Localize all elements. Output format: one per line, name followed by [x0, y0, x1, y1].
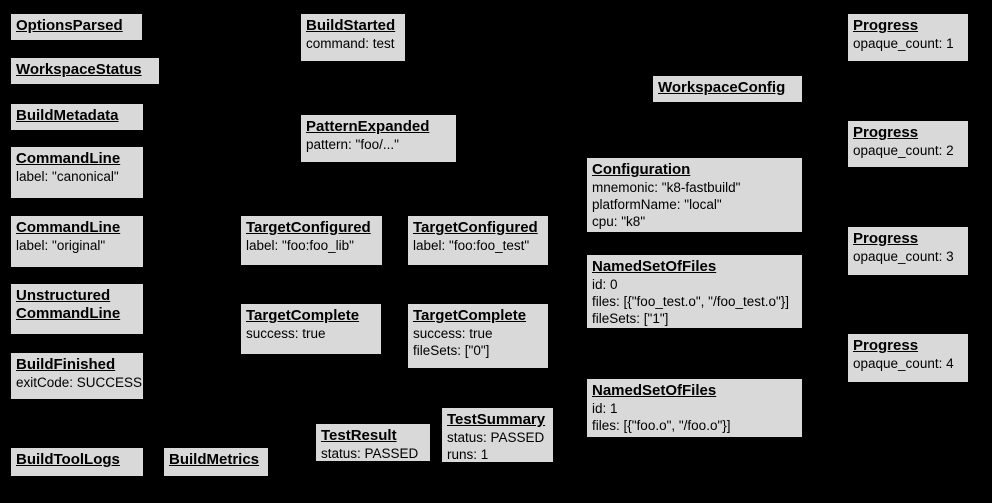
event-field: command: test — [306, 36, 395, 51]
event-box-workspace-config: WorkspaceConfig — [652, 75, 803, 103]
event-field: opaque_count: 1 — [853, 36, 954, 51]
event-box-target-complete-lib: TargetComplete success: true — [240, 303, 382, 355]
event-field: cpu: "k8" — [592, 214, 646, 229]
event-title: NamedSetOfFiles — [592, 382, 717, 399]
event-field: fileSets: ["1"] — [592, 311, 669, 326]
event-title: TargetConfigured — [246, 219, 371, 236]
event-title: BuildMetadata — [16, 107, 119, 124]
event-title: PatternExpanded — [306, 118, 430, 135]
event-title: TargetComplete — [246, 307, 360, 324]
event-field: platformName: "local" — [592, 197, 722, 212]
event-box-test-result: TestResult status: PASSED — [315, 423, 431, 462]
event-box-build-started: BuildStarted command: test — [300, 13, 406, 62]
event-title: BuildMetrics — [169, 451, 260, 468]
event-field: status: PASSED — [447, 430, 545, 445]
event-title: Configuration — [592, 161, 691, 178]
event-title: BuildFinished — [16, 356, 116, 373]
event-field: label: "canonical" — [16, 169, 119, 184]
event-title: Progress — [853, 337, 919, 354]
event-title: BuildStarted — [306, 17, 396, 34]
event-box-command-line-original: CommandLine label: "original" — [10, 215, 144, 268]
event-field: exitCode: SUCCESS — [16, 375, 143, 390]
event-title: TargetComplete — [413, 307, 527, 324]
event-title: OptionsParsed — [16, 17, 123, 34]
event-field: label: "original" — [16, 238, 106, 253]
event-box-progress-3: Progress opaque_count: 3 — [847, 226, 969, 276]
event-box-progress-2: Progress opaque_count: 2 — [847, 120, 969, 168]
event-title: CommandLine — [16, 150, 121, 167]
event-field: label: "foo:foo_test" — [413, 238, 530, 253]
event-field: opaque_count: 3 — [853, 249, 954, 264]
event-box-named-set-of-files-1: NamedSetOfFiles id: 1 files: [{"foo.o", … — [586, 378, 803, 438]
event-field: mnemonic: "k8-fastbuild" — [592, 180, 741, 195]
event-title: Progress — [853, 17, 919, 34]
event-field: id: 1 — [592, 401, 618, 416]
event-box-build-metrics: BuildMetrics — [163, 447, 269, 477]
event-box-target-configured-test: TargetConfigured label: "foo:foo_test" — [407, 215, 549, 266]
event-box-named-set-of-files-0: NamedSetOfFiles id: 0 files: [{"foo_test… — [586, 254, 803, 329]
event-field: label: "foo:foo_lib" — [246, 238, 354, 253]
event-field: success: true — [246, 326, 326, 341]
event-box-options-parsed: OptionsParsed — [10, 13, 143, 41]
event-title: TestResult — [321, 427, 397, 444]
event-field: runs: 1 — [447, 447, 489, 462]
event-box-build-metadata: BuildMetadata — [10, 103, 144, 131]
event-box-unstructured-command-line: Unstructured CommandLine — [10, 283, 144, 335]
event-title: NamedSetOfFiles — [592, 258, 717, 275]
event-field: opaque_count: 2 — [853, 143, 954, 158]
event-title: WorkspaceConfig — [658, 79, 786, 96]
event-title: BuildToolLogs — [16, 451, 120, 468]
event-field: opaque_count: 4 — [853, 356, 954, 371]
event-box-build-tool-logs: BuildToolLogs — [10, 447, 144, 477]
event-box-command-line-canonical: CommandLine label: "canonical" — [10, 146, 144, 199]
event-title: Unstructured CommandLine — [16, 287, 121, 322]
event-box-configuration: Configuration mnemonic: "k8-fastbuild" p… — [586, 157, 803, 233]
event-field: pattern: "foo/..." — [306, 137, 399, 152]
event-field: success: true — [413, 326, 493, 341]
event-box-build-finished: BuildFinished exitCode: SUCCESS — [10, 352, 144, 400]
event-box-progress-4: Progress opaque_count: 4 — [847, 333, 969, 383]
event-field: files: [{"foo_test.o", "/foo_test.o"}] — [592, 294, 790, 309]
event-title: WorkspaceStatus — [16, 61, 142, 78]
event-box-progress-1: Progress opaque_count: 1 — [847, 13, 969, 62]
event-field: id: 0 — [592, 277, 618, 292]
event-field: status: PASSED — [321, 446, 419, 461]
event-title: Progress — [853, 230, 919, 247]
event-title: TestSummary — [447, 411, 546, 428]
event-title: CommandLine — [16, 219, 121, 236]
event-field: files: [{"foo.o", "/foo.o"}] — [592, 418, 731, 433]
event-box-target-complete-test: TargetComplete success: true fileSets: [… — [407, 303, 549, 369]
event-box-test-summary: TestSummary status: PASSED runs: 1 — [441, 407, 554, 463]
event-box-pattern-expanded: PatternExpanded pattern: "foo/..." — [300, 114, 457, 163]
event-box-target-configured-lib: TargetConfigured label: "foo:foo_lib" — [240, 215, 383, 266]
event-field: fileSets: ["0"] — [413, 343, 490, 358]
event-title: TargetConfigured — [413, 219, 538, 236]
event-box-workspace-status: WorkspaceStatus — [10, 57, 160, 85]
event-title: Progress — [853, 124, 919, 141]
